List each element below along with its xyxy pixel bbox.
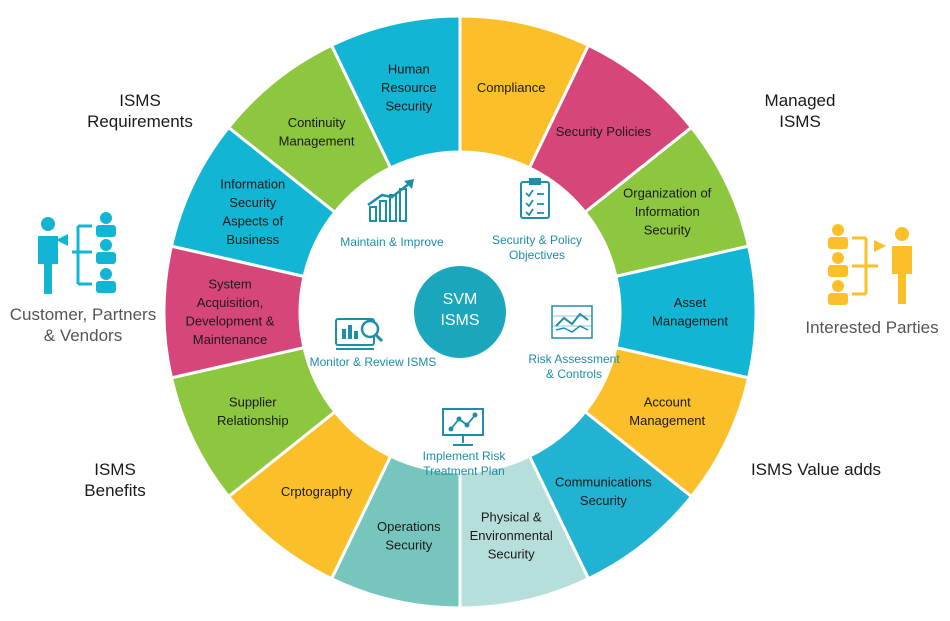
inner-item-label: Monitor & Review ISMS (310, 355, 437, 369)
segment-label: Security Policies (556, 124, 652, 139)
clipboard-checklist-icon (520, 178, 550, 219)
hub-label-line2: ISMS (440, 312, 479, 329)
inner-item-label: Maintain & Improve (340, 235, 444, 249)
presentation-board-icon (442, 408, 484, 446)
inner-item-label: Risk Assessment& Controls (528, 352, 620, 381)
hub-circle (414, 266, 506, 358)
growth-chart-icon (367, 179, 414, 222)
people-left-icon (38, 212, 116, 294)
segment-label: Compliance (477, 80, 546, 95)
interested-parties-label: Interested Parties (805, 318, 939, 337)
monitor-magnifier-icon (335, 318, 384, 350)
isms-value-adds-label: ISMS Value adds (750, 460, 882, 479)
line-graph-icon (551, 305, 593, 339)
segment-label: Crptography (281, 484, 353, 499)
people-right-icon (828, 224, 912, 305)
customer-partners-label: Customer, Partners& Vendors (9, 305, 157, 345)
hub-label-line1: SVM (443, 291, 478, 308)
